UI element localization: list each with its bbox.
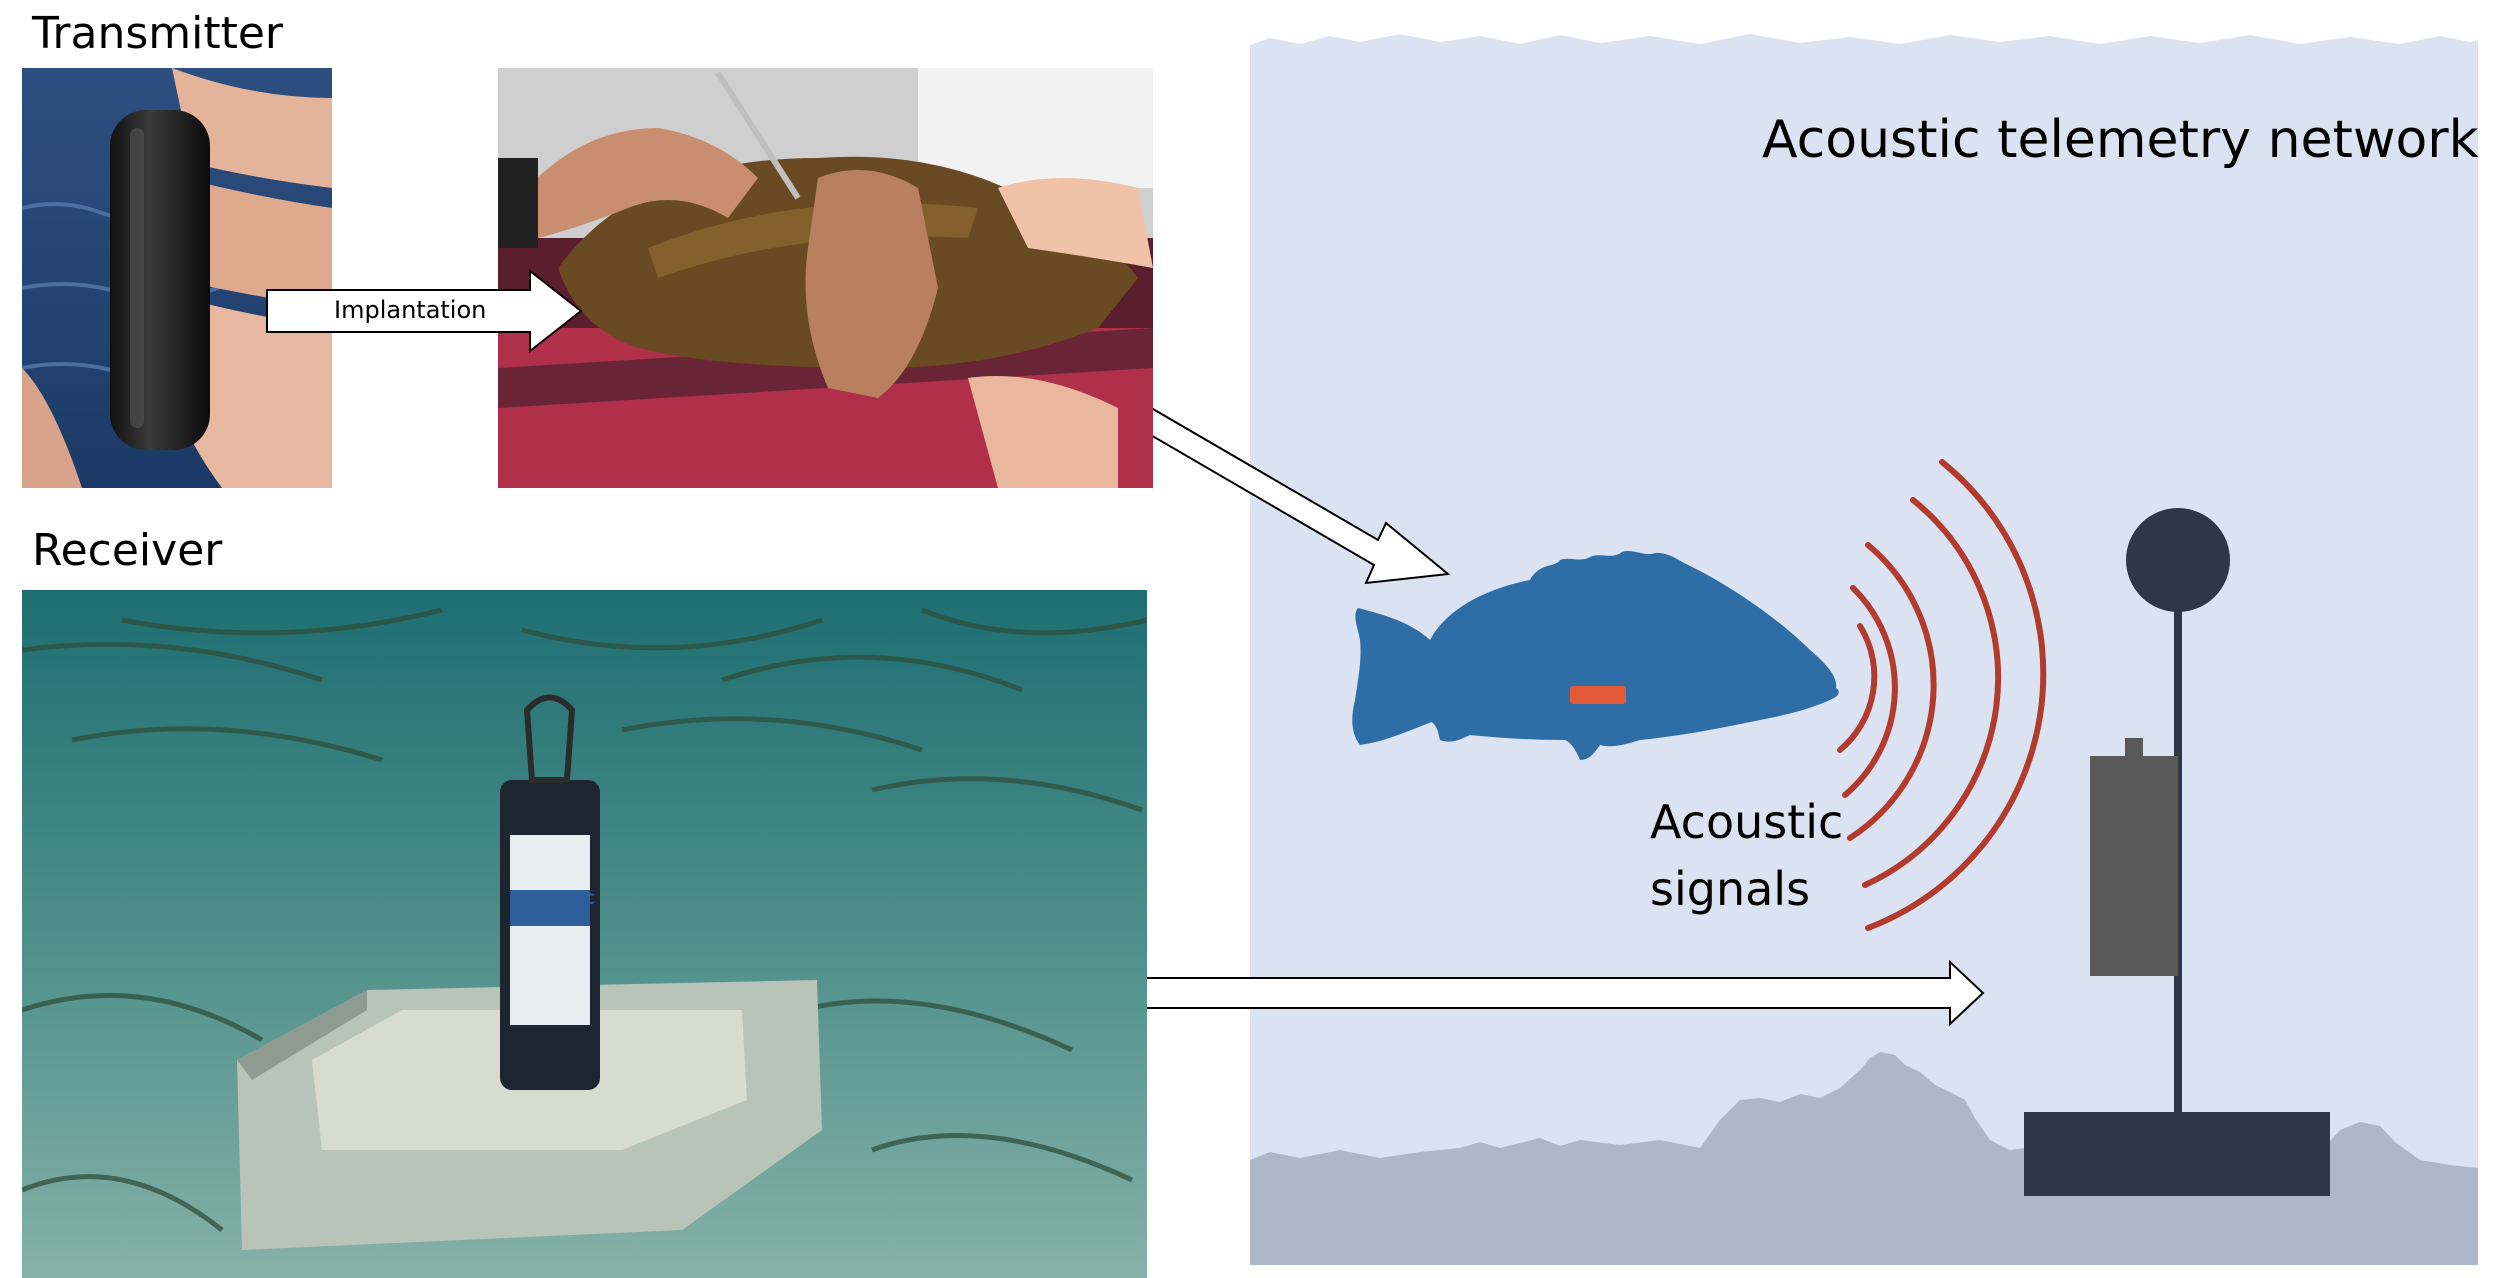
acoustic-signals-line1: Acoustic <box>1650 795 1844 849</box>
arrow-to-receiver <box>1019 959 1985 1027</box>
anchor-block-icon <box>2024 1112 2330 1196</box>
ocean-water <box>1250 34 2478 1265</box>
receiver-device-photo <box>500 694 600 1090</box>
fish-silhouette-icon <box>1352 550 1839 760</box>
seabed <box>1250 1052 2478 1265</box>
acoustic-signals-line2: signals <box>1650 862 1811 916</box>
sound-wave-icon <box>1837 459 2047 931</box>
transmitter-tag-icon <box>110 110 210 450</box>
receiver-sticker-text: BALEARIC <box>518 892 596 908</box>
implantation-label: Implantation <box>334 296 487 324</box>
transmitter-heading: Transmitter <box>32 8 284 59</box>
receiver-photo <box>22 590 1147 1278</box>
receiver-icon <box>2090 738 2178 976</box>
network-title: Acoustic telemetry network <box>1762 110 2479 170</box>
implantation-arrow <box>266 268 583 354</box>
receiver-heading: Receiver <box>32 525 223 576</box>
transmitter-photo <box>22 68 332 488</box>
acoustic-tag-icon <box>1570 686 1626 704</box>
buoy-icon <box>2126 508 2230 612</box>
implantation-photo <box>498 68 1153 488</box>
